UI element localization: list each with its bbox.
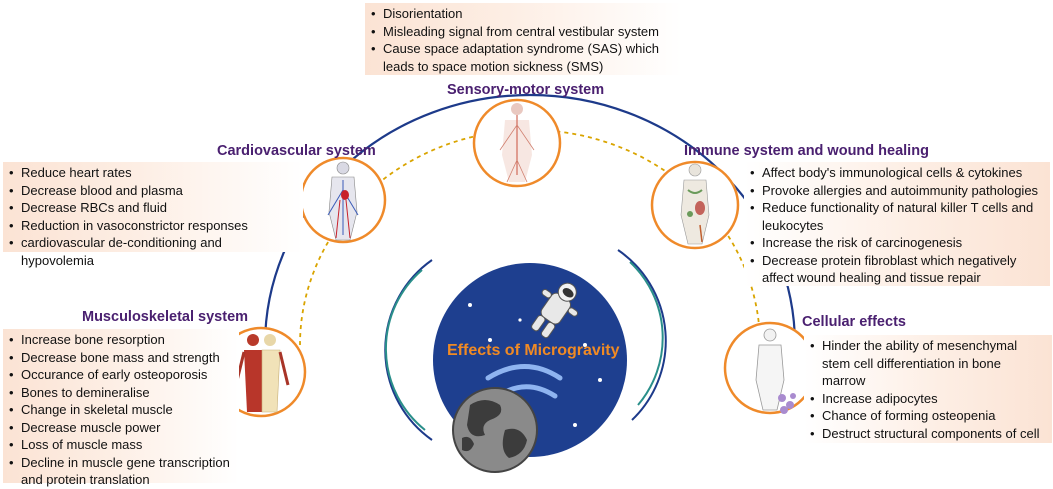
inner-dotted-arc — [299, 129, 761, 346]
musculoskeletal-title: Musculoskeletal system — [82, 309, 249, 325]
musculo-item: Increase bone resorption — [9, 331, 233, 349]
musculo-item: Bones to demineralise — [9, 384, 233, 402]
musculo-item: Loss of muscle mass — [9, 436, 233, 454]
cellular-icon — [723, 321, 817, 415]
musculoskeletal-icon — [215, 326, 307, 418]
sensory-motor-box: Disorientation Misleading signal from ce… — [365, 3, 682, 75]
musculo-item: Occurance of early osteoporosis — [9, 366, 233, 384]
sensory-item: Disorientation — [371, 5, 676, 23]
musculo-item: Decrease bone mass and strength — [9, 349, 233, 367]
sensory-item: Cause space adaptation syndrome (SAS) wh… — [371, 40, 676, 75]
musculo-item: Decline in muscle gene transcription and… — [9, 454, 233, 489]
earth-icon — [452, 387, 538, 473]
cardio-item: cardiovascular de-conditioning and hypov… — [9, 234, 297, 269]
astronaut-icon — [531, 282, 579, 339]
immune-title: Immune system and wound healing — [684, 143, 929, 159]
cellular-item: Chance of forming osteopenia — [810, 407, 1046, 425]
cardiovascular-icon — [299, 156, 387, 244]
immune-item: Increase the risk of carcinogenesis — [750, 234, 1044, 252]
sensory-item: Misleading signal from central vestibula… — [371, 23, 676, 41]
sensory-motor-title: Sensory-motor system — [447, 82, 605, 98]
cardio-item: Reduce heart rates — [9, 164, 297, 182]
cardio-item: Reduction in vasoconstrictor responses — [9, 217, 297, 235]
immune-box: Affect body's immunological cells & cyto… — [744, 162, 1050, 286]
immune-item: Decrease protein fibroblast which negati… — [750, 252, 1044, 287]
cardiovascular-title: Cardiovascular system — [217, 143, 376, 159]
cellular-item: Hinder the ability of mesenchymal stem c… — [810, 337, 1046, 390]
center-label: Effects of Microgravity — [447, 342, 620, 359]
immune-item: Affect body's immunological cells & cyto… — [750, 164, 1044, 182]
cellular-item: Destruct structural components of cell — [810, 425, 1046, 443]
musculo-item: Change in skeletal muscle — [9, 401, 233, 419]
cellular-box: Hinder the ability of mesenchymal stem c… — [804, 335, 1052, 443]
musculoskeletal-box: Increase bone resorption Decrease bone m… — [3, 329, 239, 487]
cardio-item: Decrease RBCs and fluid — [9, 199, 297, 217]
immune-system-icon — [650, 160, 740, 250]
cellular-item: Increase adipocytes — [810, 390, 1046, 408]
immune-item: Reduce functionality of natural killer T… — [750, 199, 1044, 234]
cellular-title: Cellular effects — [802, 314, 906, 330]
musculo-item: Decrease muscle power — [9, 419, 233, 437]
cardiovascular-box: Reduce heart rates Decrease blood and pl… — [3, 162, 303, 268]
nervous-system-icon — [472, 98, 562, 188]
immune-item: Provoke allergies and autoimmunity patho… — [750, 182, 1044, 200]
cardio-item: Decrease blood and plasma — [9, 182, 297, 200]
